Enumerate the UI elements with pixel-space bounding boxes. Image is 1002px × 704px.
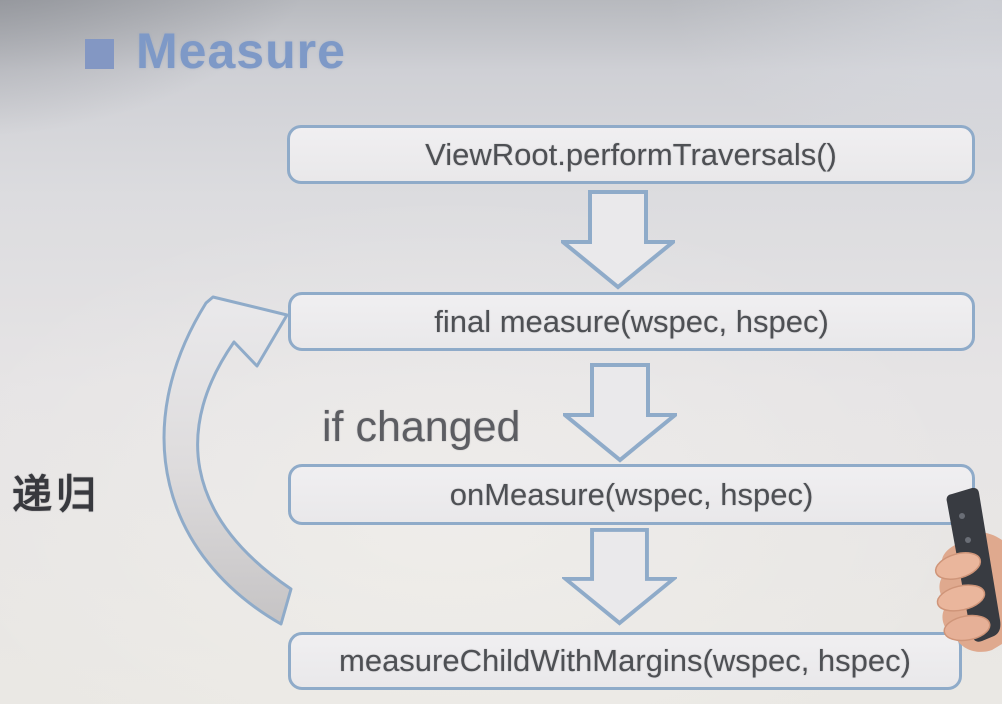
flow-box-label: onMeasure(wspec, hspec) <box>449 476 814 512</box>
recursion-label: 递归 <box>12 473 100 517</box>
flow-box-final-measure: final measure(wspec, hspec) <box>288 292 975 351</box>
square-bullet-icon <box>85 39 114 69</box>
slide-title: Measure <box>136 23 346 79</box>
slide-title-row: Measure <box>0 0 1002 100</box>
block-down-arrow-icon <box>563 363 677 463</box>
remote-button <box>965 537 971 543</box>
flow-box-label: measureChildWithMargins(wspec, hspec) <box>339 643 911 678</box>
block-down-arrow-icon <box>561 190 675 290</box>
finger <box>936 584 986 612</box>
flow-box-measurechildwithmargins: measureChildWithMargins(wspec, hspec) <box>288 632 962 690</box>
flow-box-performtraversals: ViewRoot.performTraversals() <box>287 125 975 184</box>
block-down-arrow-icon <box>562 528 677 626</box>
finger <box>943 614 991 642</box>
flow-box-onmeasure: onMeasure(wspec, hspec) <box>288 464 975 525</box>
curved-recursion-arrow-icon <box>162 295 293 626</box>
remote-button <box>959 513 965 519</box>
flow-box-label: final measure(wspec, hspec) <box>434 303 829 339</box>
condition-label: if changed <box>322 403 521 451</box>
hand-with-presenter-remote <box>934 487 1002 652</box>
flow-box-label: ViewRoot.performTraversals() <box>425 136 837 172</box>
finger <box>934 552 982 580</box>
